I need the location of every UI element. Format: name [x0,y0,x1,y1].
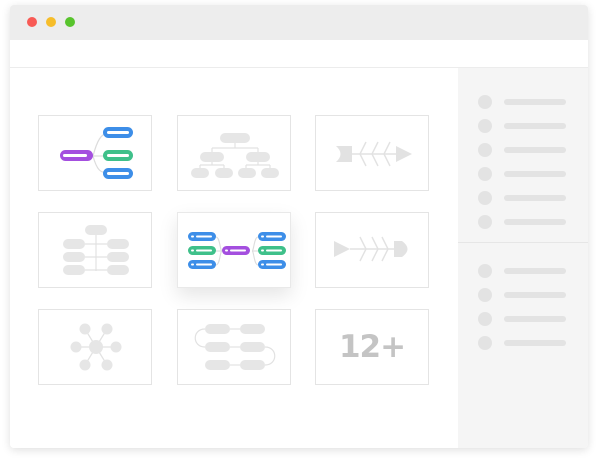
template-card-logic-chart[interactable] [177,212,291,288]
title-bar [10,5,588,40]
sidebar-item-label-placeholder [504,99,566,105]
sidebar-item-label-placeholder [504,123,566,129]
template-card-bubble-map[interactable] [38,309,152,385]
sidebar-item-label-placeholder [504,340,566,346]
sidebar-item-icon [478,95,492,109]
template-card-timeline[interactable] [177,309,291,385]
sidebar-item[interactable] [478,191,568,205]
sidebar-item[interactable] [478,264,568,278]
template-card-mind-map[interactable] [38,115,152,191]
template-gallery: 12+ [10,68,458,448]
sidebar-item[interactable] [478,215,568,229]
sidebar-item-label-placeholder [504,195,566,201]
sidebar-item-icon [478,143,492,157]
fishbone-right-icon [334,236,408,262]
sidebar-item-icon [478,336,492,350]
mind-map-icon [60,127,133,179]
template-card-tree-chart[interactable] [38,212,152,288]
sidebar-divider [458,242,588,243]
sidebar-item[interactable] [478,288,568,302]
sidebar-item[interactable] [478,143,568,157]
org-chart-icon [191,133,279,178]
template-card-fishbone-right[interactable] [315,212,429,288]
sidebar-item-icon [478,264,492,278]
timeline-icon [194,324,276,370]
template-card-org-chart[interactable] [177,115,291,191]
minimize-window-button[interactable] [46,17,56,27]
sidebar-item[interactable] [478,119,568,133]
sidebar-item[interactable] [478,312,568,326]
sidebar-item-icon [478,167,492,181]
sidebar-item-label-placeholder [504,292,566,298]
sidebar-item-icon [478,119,492,133]
logic-chart-icon [188,232,286,269]
close-window-button[interactable] [27,17,37,27]
sidebar-item[interactable] [478,167,568,181]
sidebar-item-label-placeholder [504,219,566,225]
sidebar-item-label-placeholder [504,171,566,177]
template-card-more[interactable]: 12+ [315,309,429,385]
sidebar-item-label-placeholder [504,147,566,153]
more-templates-count: 12+ [338,329,406,365]
toolbar [10,40,588,68]
sidebar [458,68,588,448]
maximize-window-button[interactable] [65,17,75,27]
app-window: 12+ [10,5,588,448]
bubble-map-icon [70,323,122,371]
tree-chart-icon [63,225,129,275]
sidebar-item[interactable] [478,336,568,350]
sidebar-item-label-placeholder [504,316,566,322]
sidebar-item-icon [478,312,492,326]
sidebar-item[interactable] [478,95,568,109]
sidebar-item-icon [478,191,492,205]
sidebar-item-label-placeholder [504,268,566,274]
template-card-fishbone-left[interactable] [315,115,429,191]
fishbone-left-icon [336,141,412,167]
sidebar-item-icon [478,288,492,302]
sidebar-item-icon [478,215,492,229]
